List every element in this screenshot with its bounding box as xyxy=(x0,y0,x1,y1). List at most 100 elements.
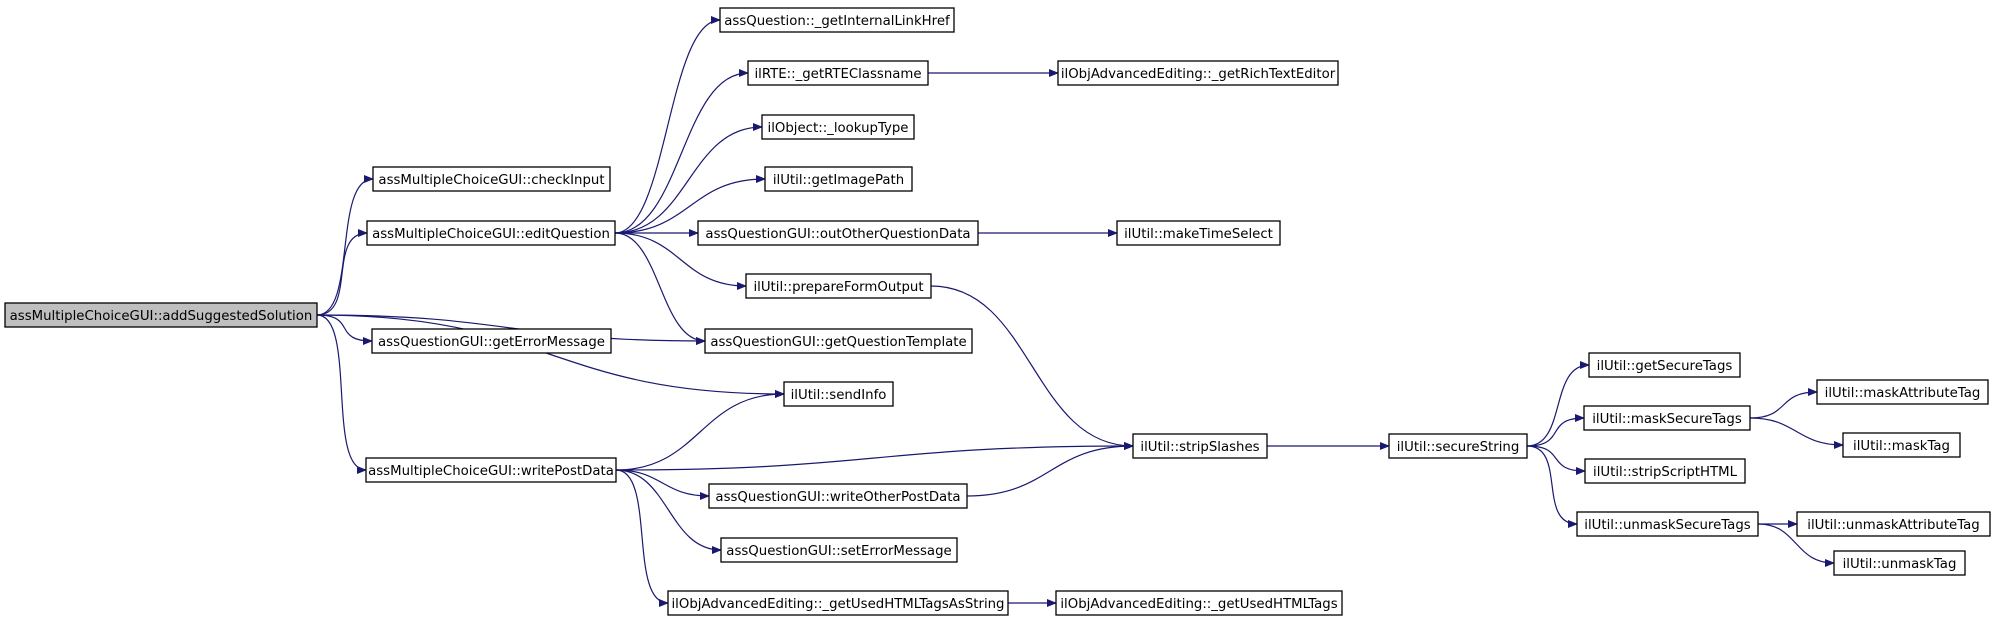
node-prepare-form-output[interactable]: ilUtil::prepareFormOutput xyxy=(745,273,932,299)
node-mask-attribute-tag[interactable]: ilUtil::maskAttributeTag xyxy=(1816,379,1989,405)
node-label-secure-string: ilUtil::secureString xyxy=(1397,440,1520,455)
node-label-unmask-secure-tags: ilUtil::unmaskSecureTags xyxy=(1584,518,1750,533)
node-box-get-used-htmltags-as-string[interactable] xyxy=(667,590,1009,616)
node-write-other-post-data[interactable]: assQuestionGUI::writeOtherPostData xyxy=(708,483,968,509)
edge-unmask-secure-tags-to-unmask-tag xyxy=(1757,523,1835,567)
edge-write-post-data-to-strip-slashes xyxy=(615,442,1134,471)
edge-edit-question-to-get-image-path xyxy=(614,175,766,234)
node-label-get-internal-link-href: assQuestion::_getInternalLinkHref xyxy=(724,14,950,29)
node-label-root: assMultipleChoiceGUI::addSuggestedSoluti… xyxy=(10,309,313,324)
edge-secure-string-to-strip-script-html xyxy=(1526,445,1586,475)
node-box-lookup-type[interactable] xyxy=(761,114,915,140)
node-get-used-htmltags[interactable]: ilObjAdvancedEditing::_getUsedHTMLTags xyxy=(1055,590,1343,616)
edge-prepare-form-output-to-strip-slashes xyxy=(930,285,1134,450)
node-out-other-question-data[interactable]: assQuestionGUI::outOtherQuestionData xyxy=(697,220,979,246)
node-set-error-message[interactable]: assQuestionGUI::setErrorMessage xyxy=(720,537,958,563)
nodes-layer: assMultipleChoiceGUI::addSuggestedSoluti… xyxy=(4,7,1991,616)
node-get-rich-text-editor[interactable]: ilObjAdvancedEditing::_getRichTextEditor xyxy=(1057,60,1339,86)
node-label-make-time-select: ilUtil::makeTimeSelect xyxy=(1124,227,1273,242)
node-check-input[interactable]: assMultipleChoiceGUI::checkInput xyxy=(372,166,611,192)
node-label-get-error-message: assQuestionGUI::getErrorMessage xyxy=(378,335,605,350)
edges-layer xyxy=(316,16,1844,607)
node-label-write-other-post-data: assQuestionGUI::writeOtherPostData xyxy=(715,490,960,505)
node-strip-slashes[interactable]: ilUtil::stripSlashes xyxy=(1132,433,1268,459)
node-get-error-message[interactable]: assQuestionGUI::getErrorMessage xyxy=(371,328,612,354)
edge-edit-question-to-get-question-template xyxy=(614,232,706,345)
edge-edit-question-to-get-rteclassname xyxy=(614,69,749,234)
node-label-get-rteclassname: ilRTE::_getRTEClassname xyxy=(754,67,921,82)
node-box-make-time-select[interactable] xyxy=(1116,220,1281,246)
node-box-unmask-tag[interactable] xyxy=(1833,550,1966,576)
node-get-secure-tags[interactable]: ilUtil::getSecureTags xyxy=(1588,352,1741,378)
edge-write-post-data-to-get-used-htmltags-as-string xyxy=(615,469,669,607)
node-box-mask-attribute-tag[interactable] xyxy=(1816,379,1989,405)
node-box-get-used-htmltags[interactable] xyxy=(1055,590,1343,616)
node-box-secure-string[interactable] xyxy=(1388,433,1528,459)
node-get-question-template[interactable]: assQuestionGUI::getQuestionTemplate xyxy=(704,328,973,354)
node-box-strip-script-html[interactable] xyxy=(1584,458,1746,484)
node-get-rteclassname[interactable]: ilRTE::_getRTEClassname xyxy=(747,60,929,86)
node-mask-tag[interactable]: ilUtil::maskTag xyxy=(1842,432,1961,458)
node-label-get-question-template: assQuestionGUI::getQuestionTemplate xyxy=(710,335,966,350)
node-box-root[interactable] xyxy=(4,302,318,328)
node-label-prepare-form-output: ilUtil::prepareFormOutput xyxy=(753,280,923,295)
node-box-write-other-post-data[interactable] xyxy=(708,483,968,509)
node-box-get-rich-text-editor[interactable] xyxy=(1057,60,1339,86)
node-label-get-secure-tags: ilUtil::getSecureTags xyxy=(1597,359,1733,374)
node-label-edit-question: assMultipleChoiceGUI::editQuestion xyxy=(372,227,610,242)
node-label-strip-script-html: ilUtil::stripScriptHTML xyxy=(1593,465,1738,480)
node-box-mask-secure-tags[interactable] xyxy=(1583,405,1751,431)
node-box-write-post-data[interactable] xyxy=(365,457,617,483)
node-box-unmask-secure-tags[interactable] xyxy=(1576,511,1759,537)
edge-secure-string-to-get-secure-tags xyxy=(1526,361,1590,447)
node-box-get-rteclassname[interactable] xyxy=(747,60,929,86)
node-box-set-error-message[interactable] xyxy=(720,537,958,563)
node-label-mask-secure-tags: ilUtil::maskSecureTags xyxy=(1592,412,1742,427)
node-box-unmask-attribute-tag[interactable] xyxy=(1796,511,1991,537)
edge-secure-string-to-unmask-secure-tags xyxy=(1526,445,1578,528)
edge-root-to-get-question-template xyxy=(316,314,706,345)
edge-root-to-send-info xyxy=(316,314,785,398)
edge-write-post-data-to-set-error-message xyxy=(615,469,722,554)
node-make-time-select[interactable]: ilUtil::makeTimeSelect xyxy=(1116,220,1281,246)
node-box-get-question-template[interactable] xyxy=(704,328,973,354)
edge-root-to-get-error-message xyxy=(316,314,373,345)
edge-mask-secure-tags-to-mask-tag xyxy=(1749,417,1844,449)
node-unmask-attribute-tag[interactable]: ilUtil::unmaskAttributeTag xyxy=(1796,511,1991,537)
node-send-info[interactable]: ilUtil::sendInfo xyxy=(783,381,894,407)
node-box-check-input[interactable] xyxy=(372,166,611,192)
node-edit-question[interactable]: assMultipleChoiceGUI::editQuestion xyxy=(366,220,616,246)
node-unmask-secure-tags[interactable]: ilUtil::unmaskSecureTags xyxy=(1576,511,1759,537)
node-box-get-secure-tags[interactable] xyxy=(1588,352,1741,378)
node-box-edit-question[interactable] xyxy=(366,220,616,246)
node-lookup-type[interactable]: ilObject::_lookupType xyxy=(761,114,915,140)
node-label-mask-tag: ilUtil::maskTag xyxy=(1853,439,1950,454)
node-box-send-info[interactable] xyxy=(783,381,894,407)
node-box-out-other-question-data[interactable] xyxy=(697,220,979,246)
node-get-image-path[interactable]: ilUtil::getImagePath xyxy=(764,166,913,192)
edge-root-to-edit-question xyxy=(316,229,368,316)
node-label-mask-attribute-tag: ilUtil::maskAttributeTag xyxy=(1825,386,1981,401)
node-label-send-info: ilUtil::sendInfo xyxy=(791,388,887,403)
node-get-internal-link-href[interactable]: assQuestion::_getInternalLinkHref xyxy=(719,7,955,33)
edge-write-post-data-to-write-other-post-data xyxy=(615,469,710,500)
node-box-get-error-message[interactable] xyxy=(371,328,612,354)
node-label-out-other-question-data: assQuestionGUI::outOtherQuestionData xyxy=(705,227,970,242)
node-get-used-htmltags-as-string[interactable]: ilObjAdvancedEditing::_getUsedHTMLTagsAs… xyxy=(667,590,1009,616)
node-box-get-internal-link-href[interactable] xyxy=(719,7,955,33)
node-box-prepare-form-output[interactable] xyxy=(745,273,932,299)
node-mask-secure-tags[interactable]: ilUtil::maskSecureTags xyxy=(1583,405,1751,431)
node-label-write-post-data: assMultipleChoiceGUI::writePostData xyxy=(368,464,614,479)
node-strip-script-html[interactable]: ilUtil::stripScriptHTML xyxy=(1584,458,1746,484)
node-root[interactable]: assMultipleChoiceGUI::addSuggestedSoluti… xyxy=(4,302,318,328)
node-secure-string[interactable]: ilUtil::secureString xyxy=(1388,433,1528,459)
node-box-strip-slashes[interactable] xyxy=(1132,433,1268,459)
node-box-mask-tag[interactable] xyxy=(1842,432,1961,458)
node-unmask-tag[interactable]: ilUtil::unmaskTag xyxy=(1833,550,1966,576)
node-label-check-input: assMultipleChoiceGUI::checkInput xyxy=(378,173,604,188)
edge-edit-question-to-get-internal-link-href xyxy=(614,16,721,234)
node-write-post-data[interactable]: assMultipleChoiceGUI::writePostData xyxy=(365,457,617,483)
edge-secure-string-to-mask-secure-tags xyxy=(1526,414,1585,447)
node-label-get-image-path: ilUtil::getImagePath xyxy=(773,173,904,188)
node-box-get-image-path[interactable] xyxy=(764,166,913,192)
